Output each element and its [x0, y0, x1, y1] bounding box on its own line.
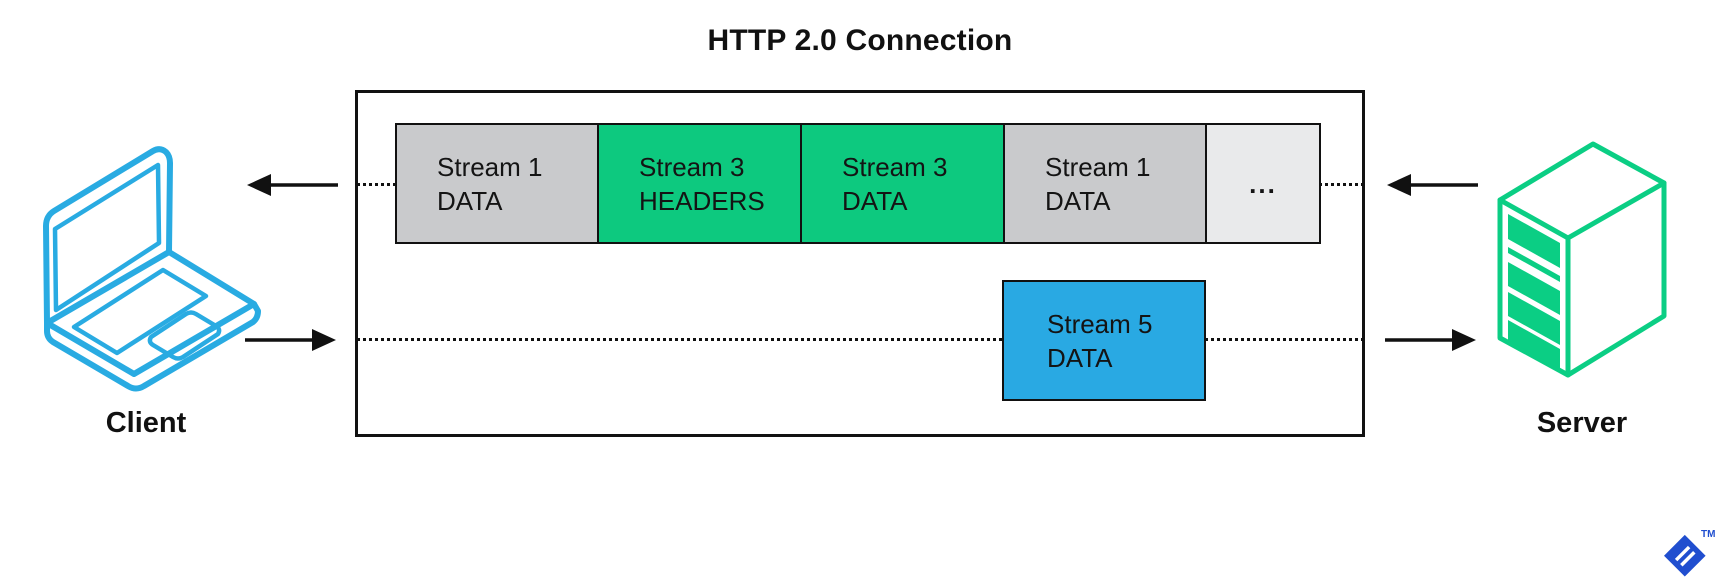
frame-line2: HEADERS — [639, 185, 765, 216]
frame-line1: Stream 3 — [639, 151, 745, 182]
dotted-line-segment — [1205, 338, 1365, 341]
frame-line2: DATA — [437, 185, 503, 216]
client-laptop-icon — [43, 146, 261, 392]
arrow-left-top-toward-client-icon — [247, 174, 338, 196]
ellipsis-text: ... — [1249, 168, 1277, 199]
frame-stream1-data-left: Stream 1 DATA — [395, 123, 599, 244]
frame-line1: Stream 5 — [1047, 308, 1153, 339]
dotted-line-segment — [1319, 183, 1365, 186]
trademark-text: TM — [1701, 529, 1716, 540]
frame-stream3-data: Stream 3 DATA — [800, 123, 1005, 244]
toptal-logo — [1664, 534, 1706, 577]
dotted-line-segment — [357, 183, 397, 186]
frame-line2: DATA — [842, 185, 908, 216]
frame-line2: DATA — [1047, 342, 1113, 373]
client-label: Client — [105, 407, 187, 439]
frame-line2: DATA — [1045, 185, 1111, 216]
frame-line1: Stream 3 — [842, 151, 948, 182]
diagram-title: HTTP 2.0 Connection — [707, 24, 1013, 57]
dotted-line-segment — [357, 338, 1004, 341]
frame-ellipsis: ... — [1205, 123, 1321, 244]
frame-stream3-headers: Stream 3 HEADERS — [597, 123, 802, 244]
frame-stream1-data-right: Stream 1 DATA — [1003, 123, 1207, 244]
server-label: Server — [1536, 407, 1628, 439]
frame-line1: Stream 1 — [437, 151, 543, 182]
frame-line1: Stream 1 — [1045, 151, 1151, 182]
arrow-right-bottom-toward-server-icon — [1385, 329, 1476, 351]
arrow-right-top-toward-connection-icon — [1387, 174, 1478, 196]
arrow-left-bottom-toward-connection-icon — [245, 329, 336, 351]
server-icon — [1497, 141, 1667, 378]
frame-stream5-data: Stream 5 DATA — [1002, 280, 1206, 401]
